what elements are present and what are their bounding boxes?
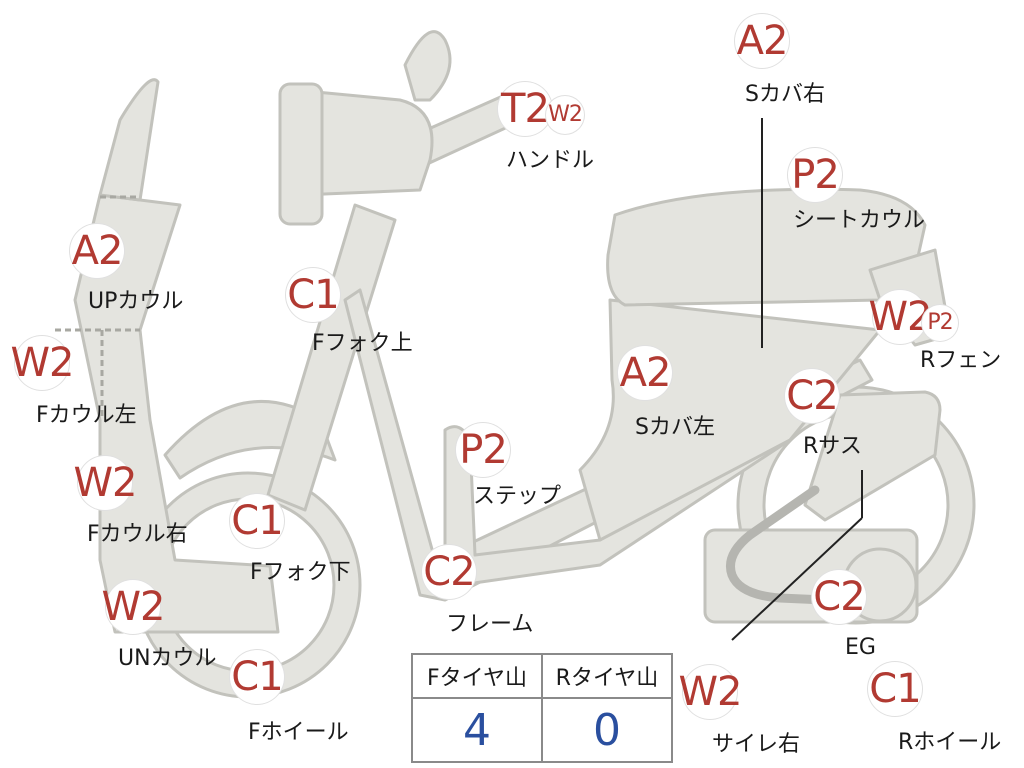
seat-cowl-grade: P2 [791, 152, 840, 198]
rear-tire-tread-value: 0 [541, 697, 673, 763]
head-cowl-shape [293, 88, 434, 197]
rear-wheel-label: Rホイール [898, 730, 1002, 755]
fork-lower-label: Fフォク下 [250, 560, 351, 585]
steering-column-shape [266, 203, 397, 512]
under-cowl-label: UNカウル [118, 646, 217, 671]
under-cowl-grade-badge: W2 [102, 580, 166, 634]
muffler-right-grade: W2 [678, 669, 743, 715]
rear-suspension-label: Rサス [803, 434, 862, 459]
fork-upper-label: Fフォク上 [312, 331, 413, 356]
front-tire-tread-header: Fタイヤ山 [411, 653, 543, 699]
handle-grade-badge: T2 [498, 82, 552, 136]
rear-fender-sub-grade: P2 [927, 310, 953, 335]
fork-upper-grade: C1 [287, 272, 339, 318]
fork-lower-grade-badge: C1 [230, 494, 284, 548]
front-tire-tread-value: 4 [411, 697, 543, 763]
handle-sub-grade: W2 [548, 102, 583, 127]
engine-label: EG [845, 635, 876, 660]
front-cowl-right-grade: W2 [73, 460, 138, 506]
tire-tread-value-row: 4 0 [411, 697, 673, 763]
rear-fender-grade: W2 [868, 294, 933, 340]
under-cowl-grade: W2 [101, 584, 166, 630]
side-cover-right-grade-badge: A2 [735, 14, 789, 68]
front-cowl-left-grade: W2 [10, 340, 75, 386]
rear-wheel-grade-badge: C1 [868, 662, 922, 716]
front-tire-shape [134, 471, 362, 699]
seat-cowl-grade-badge: P2 [788, 148, 842, 202]
front-cowl-left-grade-badge: W2 [11, 336, 75, 390]
engine-grade-badge: C2 [812, 570, 866, 624]
front-cowl-left-label: Fカウル左 [36, 403, 137, 428]
rear-tire-tread-header: Rタイヤ山 [541, 653, 673, 699]
muffler-right-label: サイレ右 [712, 732, 801, 757]
rear-fender-label: Rフェン [920, 348, 1002, 373]
side-cover-left-label: Sカバ左 [635, 415, 715, 440]
windscreen-shape [98, 78, 160, 202]
fork-upper-grade-badge: C1 [286, 268, 340, 322]
front-wheel-label: Fホイール [248, 720, 349, 745]
muffler-right-grade-badge: W2 [679, 665, 743, 719]
front-cowl-shape [73, 193, 280, 634]
handle-label: ハンドル [506, 148, 595, 173]
seat-cowl-label: シートカウル [793, 208, 926, 233]
step-grade-badge: P2 [456, 423, 510, 477]
rear-wheel-grade: C1 [869, 666, 921, 712]
frame-grade: C2 [423, 549, 475, 595]
handle-sub-grade-badge: W2 [546, 96, 584, 134]
fork-lower-grade: C1 [231, 498, 283, 544]
front-cowl-right-grade-badge: W2 [74, 456, 138, 510]
side-cover-right-label: Sカバ右 [745, 82, 825, 107]
front-cowl-right-label: Fカウル右 [87, 522, 188, 547]
rear-fender-grade-badge: W2 [869, 290, 933, 344]
step-label: ステップ [473, 484, 562, 509]
mirror-shape [403, 30, 452, 102]
up-cowl-grade-badge: A2 [70, 224, 124, 278]
side-cover-right-grade: A2 [736, 18, 789, 64]
rear-fender-sub-grade-badge: P2 [922, 305, 958, 341]
tire-tread-header-row: Fタイヤ山 Rタイヤ山 [411, 653, 673, 699]
rear-suspension-grade-badge: C2 [785, 369, 839, 423]
front-wheel-grade: C1 [231, 654, 283, 700]
tire-tread-table: Fタイヤ山 Rタイヤ山 4 0 [411, 653, 673, 763]
side-cover-left-grade-badge: A2 [618, 346, 672, 400]
handle-grade: T2 [501, 86, 550, 132]
frame-label: フレーム [446, 612, 534, 637]
front-wheel-grade-badge: C1 [230, 650, 284, 704]
engine-grade: C2 [813, 574, 865, 620]
frame-grade-badge: C2 [422, 545, 476, 599]
up-cowl-label: UPカウル [88, 289, 184, 314]
head-cap-shape [278, 82, 324, 226]
step-grade: P2 [459, 427, 508, 473]
up-cowl-grade: A2 [71, 228, 124, 274]
side-cover-left-grade: A2 [619, 350, 672, 396]
rear-shock-shape [803, 390, 942, 522]
exhaust-pipe-shape [726, 485, 830, 605]
rear-suspension-grade: C2 [786, 373, 838, 419]
seat-shape [606, 187, 927, 307]
